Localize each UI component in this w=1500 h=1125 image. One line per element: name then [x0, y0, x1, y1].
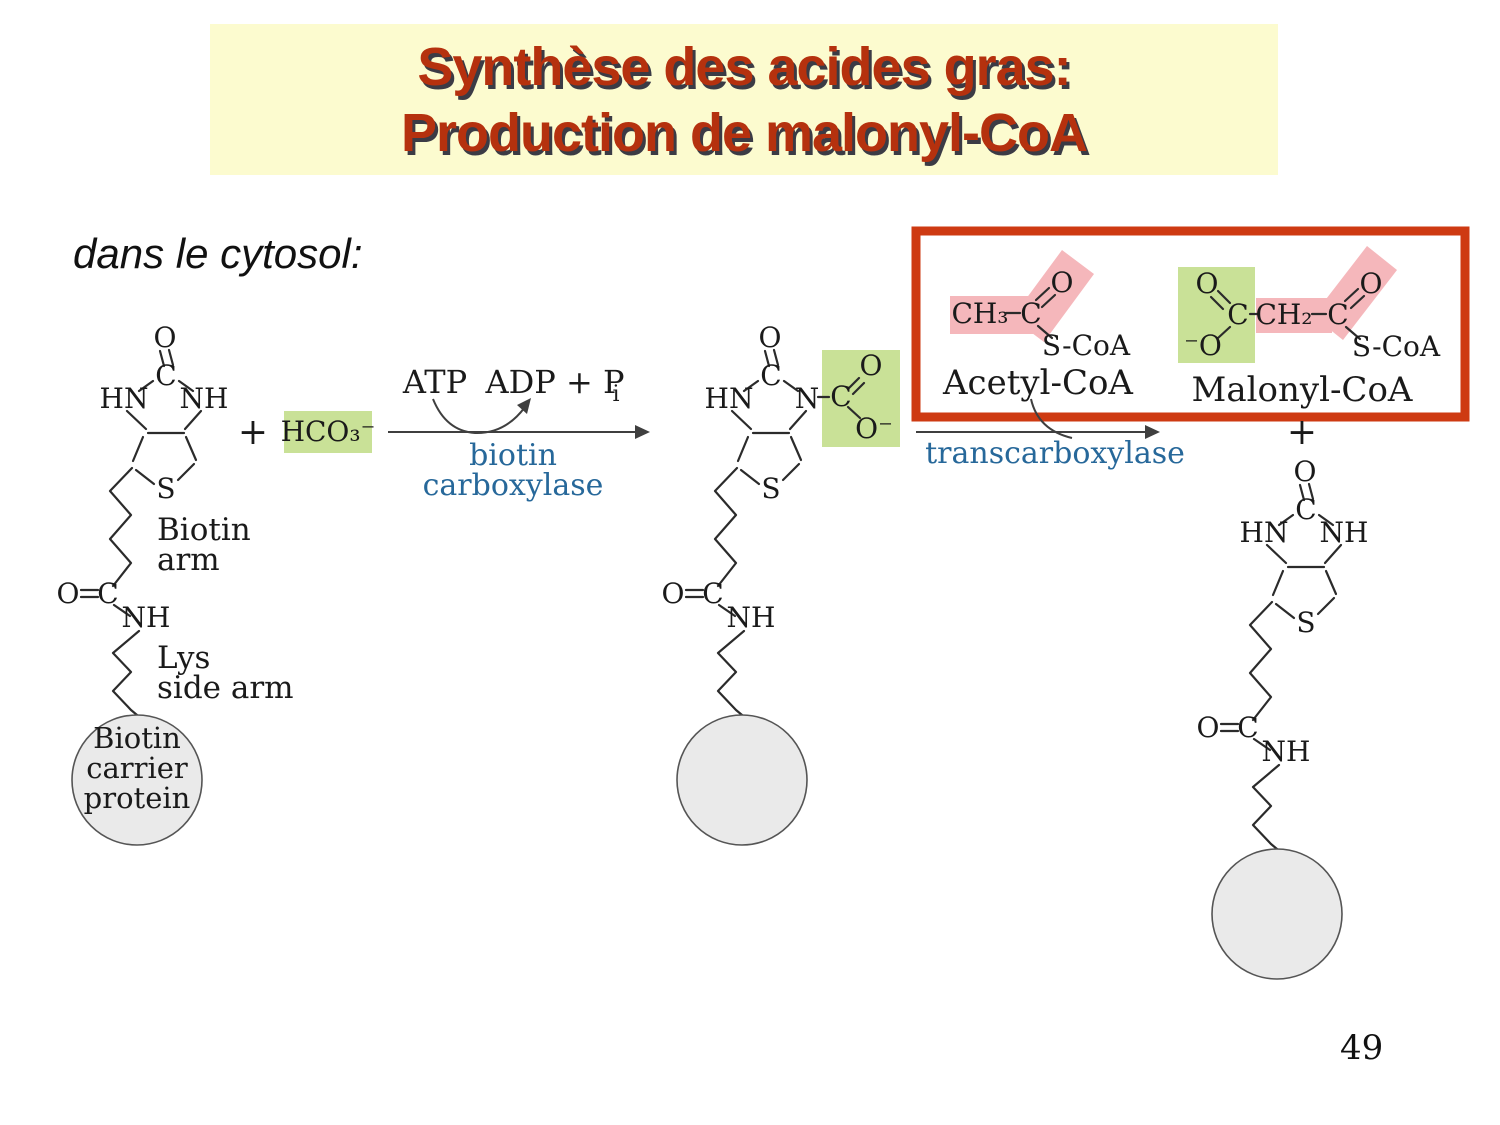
- c-o-double-bond: [1343, 287, 1366, 310]
- atom-o: O: [662, 577, 685, 610]
- intro-text: dans le cytosol:: [73, 230, 363, 277]
- structure-carboxybiotin: O C HN N S O C NH C O O⁻: [662, 321, 893, 847]
- atom-nh: NH: [122, 601, 171, 634]
- atom-o: O: [1360, 267, 1383, 300]
- atom-o: O: [1196, 267, 1219, 300]
- c-o-double-bond: [1034, 286, 1057, 309]
- atom-c: C: [760, 359, 781, 392]
- plus-sign: +: [1287, 412, 1317, 453]
- arrow-head: [635, 425, 650, 439]
- c-o-minus-bond: [846, 405, 862, 420]
- atom-o: O: [154, 321, 177, 354]
- atom-c: C: [830, 380, 851, 413]
- atom-c: C: [1327, 298, 1348, 331]
- c-s-bond: [1344, 325, 1362, 341]
- title-banner: Synthèse des acides gras: Production de …: [210, 24, 1278, 175]
- atom-o: O: [860, 349, 883, 382]
- slide-title-line1: Synthèse des acides gras:: [417, 36, 1071, 97]
- atom-o-minus: O⁻: [855, 412, 893, 445]
- plus-sign: +: [238, 412, 268, 453]
- c-o-double-bond: [846, 376, 866, 396]
- atom-s: S: [156, 472, 175, 505]
- atom-ch2: CH₂: [1255, 298, 1312, 331]
- arrow-head: [1145, 425, 1160, 439]
- page-number: 49: [1340, 1028, 1384, 1068]
- atom-c: C: [97, 577, 118, 610]
- reaction-arrow-1: ATP ADP + P i biotin carboxylase: [388, 363, 650, 503]
- carrier-label-line2: carrier: [86, 751, 188, 785]
- atom-o: O: [1051, 266, 1074, 299]
- atom-n: N: [795, 382, 820, 415]
- carrier-label-line3: protein: [84, 781, 191, 815]
- carrier-label-line1: Biotin: [93, 721, 181, 755]
- o-c-double-bond: [1209, 289, 1232, 311]
- atom-hn: HN: [100, 382, 149, 415]
- result-highlight-box: [911, 226, 1470, 422]
- atom-nh: NH: [1262, 735, 1311, 768]
- atom-ch3: CH₃: [951, 297, 1008, 330]
- atom-o: O: [57, 577, 80, 610]
- malonyl-carboxyl-highlight: [1178, 267, 1255, 363]
- pi-subscript: i: [612, 382, 619, 407]
- atom-o: O: [1294, 455, 1317, 488]
- atom-nh: NH: [180, 382, 229, 415]
- reaction-arrow-2: transcarboxylase: [916, 398, 1185, 471]
- atom-nh: NH: [1320, 516, 1369, 549]
- atom-hn: HN: [705, 382, 754, 415]
- atom-hn: HN: [1240, 516, 1289, 549]
- hco3-label: HCO₃⁻: [281, 415, 376, 448]
- atom-c: C: [1295, 493, 1316, 526]
- atom-c: C: [702, 577, 723, 610]
- structure-biotin-left: O C HN NH S O C NH Biotin arm Lys side a…: [57, 321, 294, 847]
- c-o-minus-bond: [1216, 325, 1232, 340]
- hco3-highlight: [284, 411, 372, 453]
- acetyl-coa-label: Acetyl-CoA: [942, 363, 1133, 403]
- malonyl-coa-label: Malonyl-CoA: [1192, 370, 1413, 410]
- atom-minus-o: ⁻O: [1184, 329, 1222, 362]
- structure-biotin-right: O C HN NH S O C NH: [1197, 455, 1369, 981]
- atp-label: ATP: [402, 363, 467, 401]
- c-s-bond: [1036, 324, 1054, 340]
- acetyl-flow-curve: [1030, 398, 1073, 439]
- lys-label-line2: side arm: [157, 670, 294, 706]
- atom-c: C: [1237, 711, 1258, 744]
- molecule-acetyl-coa: CH₃ C O S-CoA Acetyl-CoA: [942, 266, 1133, 403]
- atom-s-coa: S-CoA: [1352, 330, 1441, 363]
- enzyme2-label: transcarboxylase: [925, 436, 1185, 471]
- atom-s: S: [761, 472, 780, 505]
- slide-title-line2: Production de malonyl-CoA: [400, 102, 1088, 163]
- lys-label-line1: Lys: [157, 640, 210, 676]
- atom-o: O: [759, 321, 782, 354]
- atom-c: C: [1020, 297, 1041, 330]
- enzyme1-label-line2: carboxylase: [423, 468, 604, 503]
- biotin-arm-label-line1: Biotin: [157, 512, 251, 548]
- atom-s-coa: S-CoA: [1042, 329, 1131, 362]
- atom-o: O: [1197, 711, 1220, 744]
- carboxyl-highlight: [822, 350, 900, 447]
- atp-adp-curve: [432, 398, 526, 435]
- biotin-arm-label-line2: arm: [157, 542, 220, 578]
- atom-c: C: [1227, 298, 1248, 331]
- atom-nh: NH: [727, 601, 776, 634]
- molecule-malonyl-coa: O C ⁻O CH₂ C O S-CoA Malonyl-CoA: [1184, 267, 1441, 410]
- atom-c: C: [155, 359, 176, 392]
- enzyme1-label-line1: biotin: [469, 438, 557, 473]
- adp-pi-label: ADP + P: [485, 363, 625, 401]
- curve-arrow-head: [517, 398, 531, 414]
- atom-s: S: [1296, 606, 1315, 639]
